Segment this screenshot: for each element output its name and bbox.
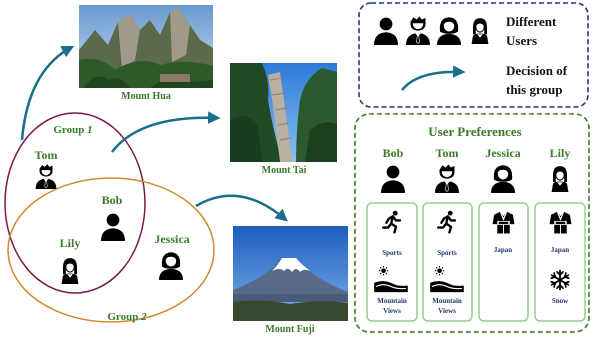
lily-person-icon [61,257,79,285]
bob-person-icon [101,213,125,241]
member-lily-name: Lily [60,236,81,250]
pref-tom-name: Tom [436,146,459,160]
jessica-person-icon [159,252,183,280]
pref-jessica-card [478,202,529,322]
legend-decision-line-2: this group [506,82,562,97]
tom-person-icon [35,164,57,189]
mount-hua-photo [79,5,213,88]
legend-users-line-2: Users [506,33,537,48]
pref-tom-item-2-label-2: Views [438,307,456,315]
legend-user-2-icon [405,16,431,46]
pref-bob-mountain-sun-icon [374,266,408,293]
pref-tom-item-2-label-1: Mountain [432,297,462,305]
group-2-ellipse [7,177,215,323]
legend-box [358,2,589,108]
pref-tom-running-icon [437,210,457,234]
pref-tom-mountain-sun-icon [430,266,464,293]
mount-tai-label: Mount Tai [262,165,307,176]
legend-user-1-icon [374,17,398,45]
member-jessica-name: Jessica [154,232,189,246]
pref-lily-person-icon [551,165,569,193]
pref-bob-item-2-label-1: Mountain [377,297,407,305]
pref-lily-item-2-label: Snow [552,297,569,305]
legend-user-3-icon [437,17,461,45]
arrow-to-tai [111,111,221,153]
pref-bob-name: Bob [383,146,404,160]
pref-jessica-person-icon [491,165,515,193]
pref-lily-snowflake-icon [550,269,570,291]
pref-lily-kimono-icon [548,210,573,235]
preferences-title: User Preferences [428,124,521,139]
pref-jessica-item-1-label: Japan [494,246,512,254]
mount-hua-label: Mount Hua [121,91,171,102]
arrow-to-hua [20,45,75,141]
group-2-label: Group 2 [107,311,147,323]
pref-tom-card [422,202,473,322]
group-1-label: Group 1 [53,124,92,136]
pref-bob-person-icon [381,165,405,193]
pref-bob-item-2-label-2: Views [383,307,401,315]
member-bob-name: Bob [102,193,123,207]
pref-tom-item-1-label: Sports [437,249,457,257]
pref-lily-item-1-label: Japan [551,246,569,254]
pref-bob-item-1-label: Sports [382,249,402,257]
pref-bob-running-icon [382,210,402,234]
mount-tai-photo [230,63,337,162]
pref-lily-name: Lily [550,146,571,160]
mount-fuji-photo [233,226,348,321]
pref-jessica-name: Jessica [485,146,520,160]
arrow-to-fuji [195,194,288,222]
member-tom-name: Tom [35,148,58,162]
legend-decision-arrow [401,65,466,91]
pref-lily-card [534,202,586,322]
legend-decision-line-1: Decision of [506,63,568,78]
mount-fuji-label: Mount Fuji [265,324,314,335]
pref-bob-card [366,202,418,322]
pref-jessica-kimono-icon [491,210,516,235]
legend-user-4-icon [471,17,489,45]
preferences-box [354,113,590,333]
legend-users-line-1: Different [506,14,557,29]
group-1-ellipse [4,112,146,294]
pref-tom-person-icon [434,164,460,194]
